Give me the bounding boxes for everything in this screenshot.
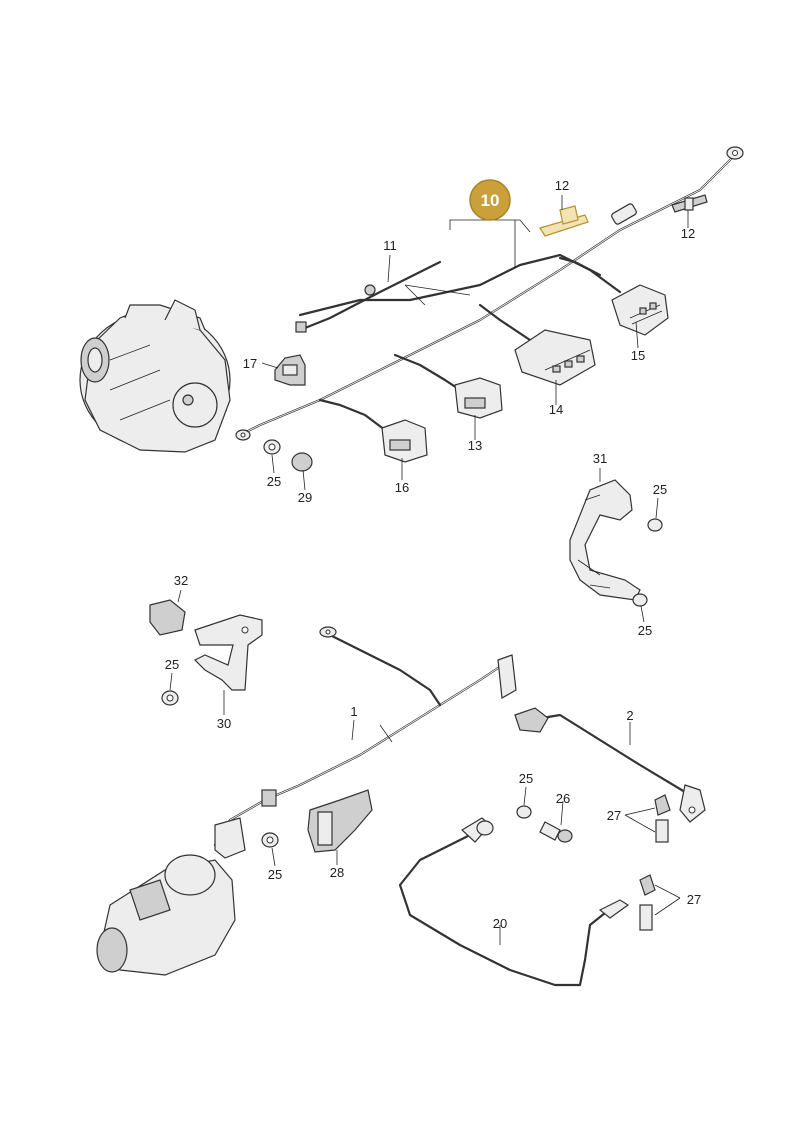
protective-cap-28 (307, 789, 373, 853)
starter-motor-icon (96, 854, 236, 976)
highlight-badge-10[interactable]: 10 (469, 179, 511, 221)
clip-17 (274, 354, 306, 386)
callout-12-highlighted[interactable]: 12 (555, 178, 569, 193)
bracket-12 (671, 194, 708, 213)
callout-31[interactable]: 31 (593, 451, 607, 466)
callout-27-lower[interactable]: 27 (687, 892, 701, 907)
nut-25-middle (516, 805, 532, 819)
connector-13 (454, 377, 503, 419)
callout-25-left[interactable]: 25 (165, 657, 179, 672)
connector-14 (514, 329, 596, 386)
callout-25-middle[interactable]: 25 (519, 771, 533, 786)
callout-25-right-lower[interactable]: 25 (638, 623, 652, 638)
leader-lines (169, 195, 689, 945)
cap-nut-29 (291, 452, 313, 472)
callout-13[interactable]: 13 (468, 438, 482, 453)
callout-27-upper[interactable]: 27 (607, 808, 621, 823)
callout-20[interactable]: 20 (493, 916, 507, 931)
connector-32 (149, 599, 186, 636)
bracket-30 (193, 614, 263, 691)
callout-1[interactable]: 1 (350, 704, 357, 719)
nut-25-lower (261, 832, 279, 848)
nut-25-left (161, 690, 179, 706)
cable-holder-31 (569, 479, 663, 607)
callout-16[interactable]: 16 (395, 480, 409, 495)
connector-15 (611, 284, 669, 336)
callout-25-upper[interactable]: 25 (267, 474, 281, 489)
bolt-26 (539, 821, 573, 843)
battery-cable-2 (514, 707, 706, 823)
ground-cable-20 (398, 817, 630, 987)
callout-15[interactable]: 15 (631, 348, 645, 363)
callout-32[interactable]: 32 (174, 573, 188, 588)
nut-25-upper (263, 439, 281, 455)
callout-29[interactable]: 29 (298, 490, 312, 505)
cable-harness-1 (213, 626, 517, 859)
callout-25-right-upper[interactable]: 25 (653, 482, 667, 497)
callout-17[interactable]: 17 (243, 356, 257, 371)
alternator-icon (79, 299, 231, 453)
badge-10-label: 10 (481, 191, 500, 210)
callout-28[interactable]: 28 (330, 865, 344, 880)
callout-30[interactable]: 30 (217, 716, 231, 731)
callout-26[interactable]: 26 (556, 791, 570, 806)
callout-11[interactable]: 11 (383, 238, 397, 253)
callout-14[interactable]: 14 (549, 402, 563, 417)
bolt-27-lower (639, 874, 656, 931)
bolt-27-upper (654, 794, 671, 843)
callout-12[interactable]: 12 (681, 226, 695, 241)
bracket-12-highlighted (539, 205, 589, 237)
callout-2[interactable]: 2 (626, 708, 633, 723)
wiring-harness-upper (235, 146, 744, 441)
connector-16 (381, 419, 428, 463)
callout-25-lower[interactable]: 25 (268, 867, 282, 882)
